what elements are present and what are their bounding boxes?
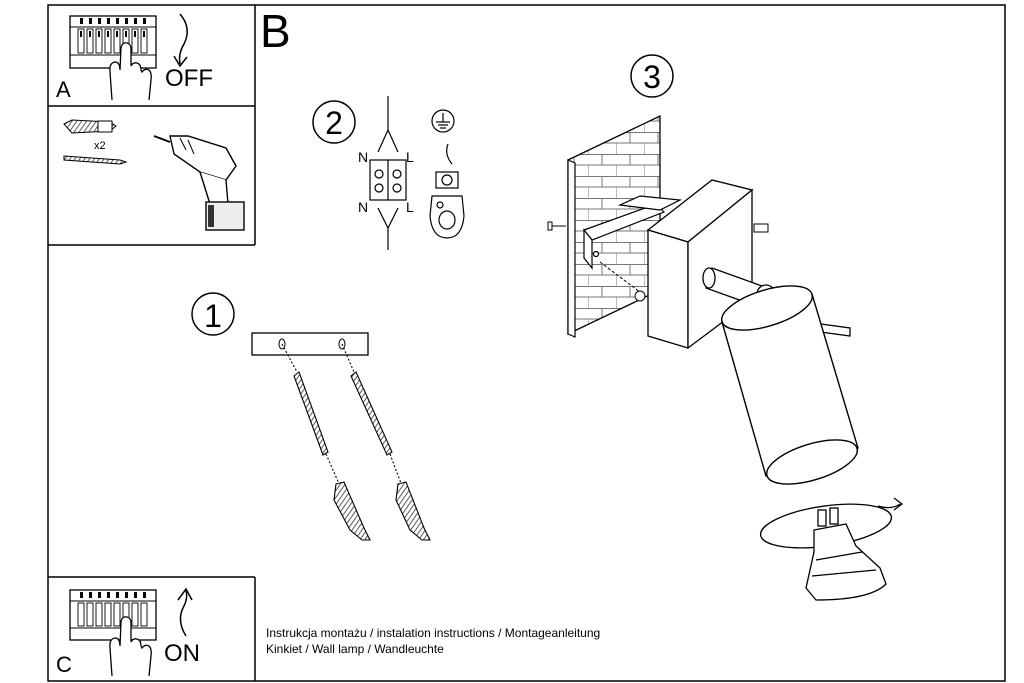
main-panel-letter: B [260,5,291,57]
terminal-block-icon [369,96,407,250]
caption-product: Kinkiet / Wall lamp / Wandleuchte [266,642,444,656]
screw-icon [341,343,431,541]
wire-live-bottom: L [406,199,414,215]
ground-terminal-icon [429,143,465,239]
lamp-shade-icon [721,285,859,485]
panel-c-letter: C [56,652,72,677]
wire-neutral-top: N [358,149,368,165]
step-1-circle [191,292,235,336]
quantity-label: x2 [94,140,106,152]
wire-neutral-bottom: N [358,199,368,215]
step-1-number: 1 [204,298,222,334]
step-2-circle [312,100,356,144]
caption-instructions: Instrukcja montażu / instalation instruc… [266,626,600,640]
mounting-bracket-icon [583,195,683,270]
step-3-circle [630,54,674,98]
screw-icon [281,343,371,541]
step-3-number: 3 [643,59,661,95]
panel-a-letter: A [56,77,71,102]
ground-symbol-icon [431,109,455,133]
hand-icon [109,42,152,101]
arrow-down-icon [173,13,188,68]
panel-a-action: OFF [165,65,213,92]
lamp-base-plate-icon [646,179,754,350]
arrow-up-icon [177,587,193,637]
bulb-icon [759,497,904,601]
drill-icon [153,135,245,231]
breaker-panel-off-icon [69,15,157,69]
wire-live-top: L [406,149,414,165]
screw-icon [63,155,128,165]
mounting-strip-icon [251,332,369,356]
outer-frame [47,4,1006,682]
wall-plug-icon [63,119,117,134]
step-2-number: 2 [325,105,343,141]
panel-c-action: ON [164,640,200,667]
hand-icon [109,616,152,677]
breaker-panel-on-icon [69,589,157,641]
